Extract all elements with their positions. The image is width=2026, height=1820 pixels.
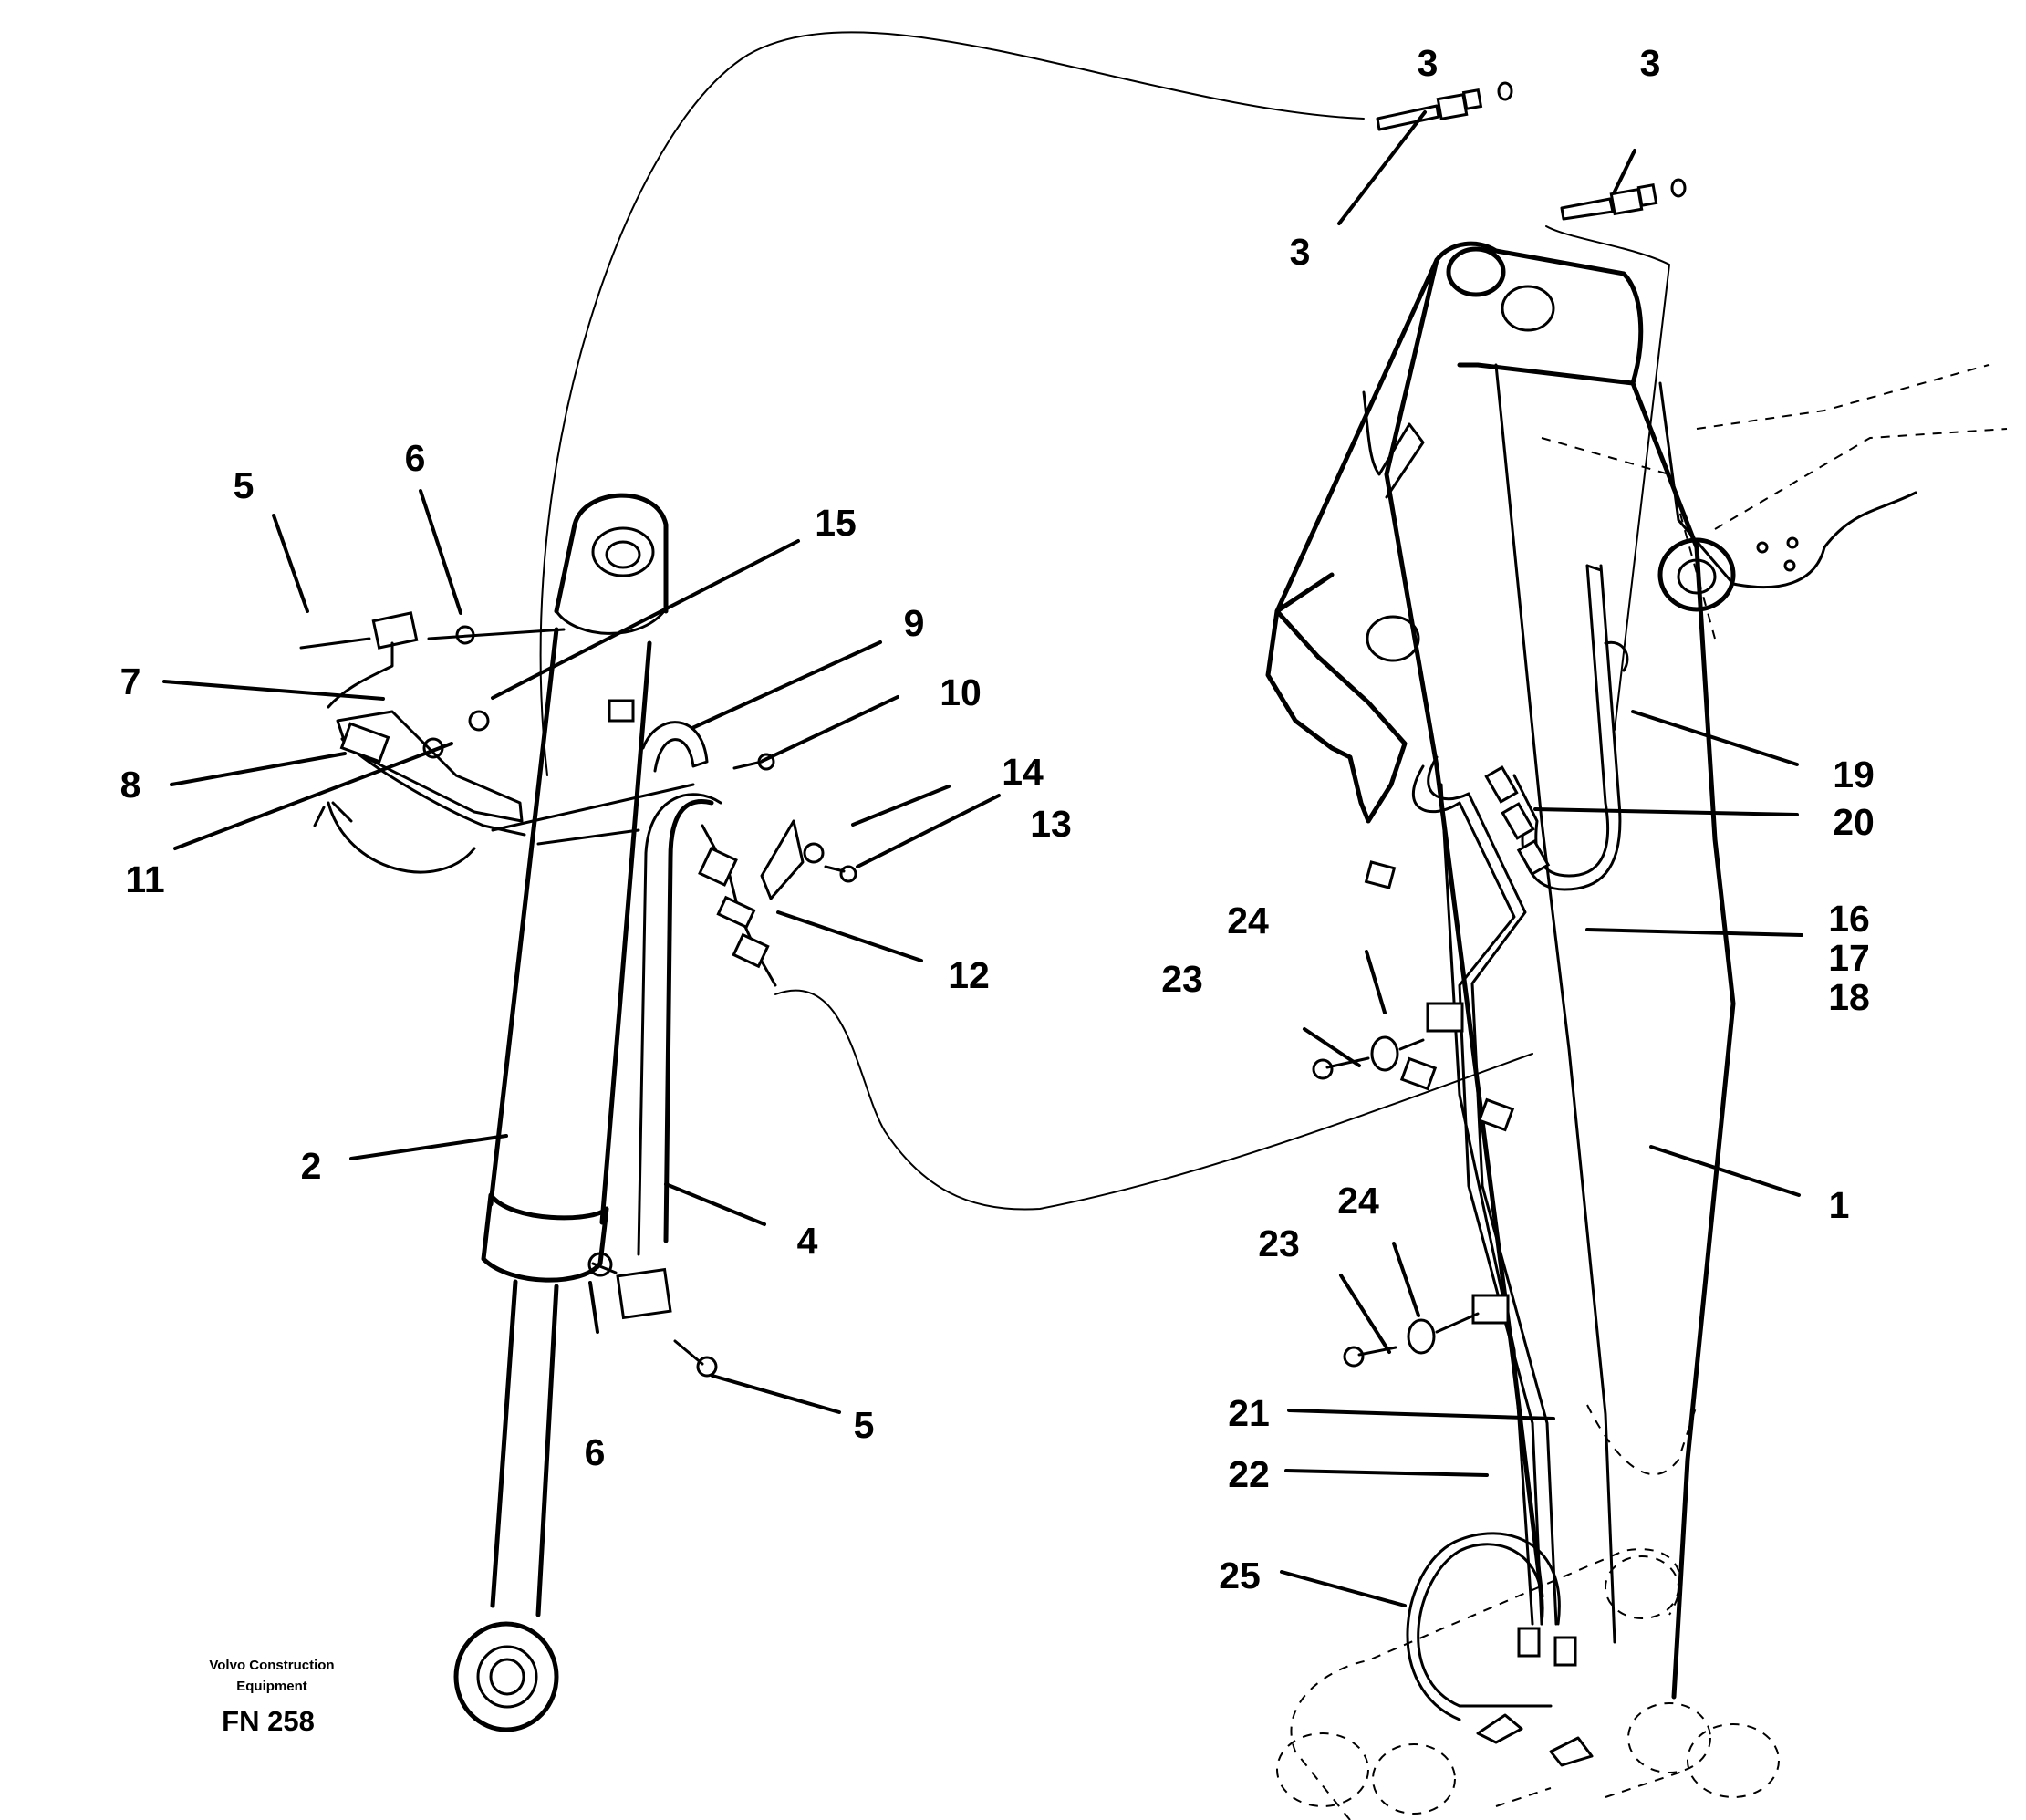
lower-hose-loop <box>1417 1543 1553 1708</box>
callout-18: 18 <box>1828 976 1870 1018</box>
boom-side-plate <box>1265 608 1408 824</box>
callout-24-upper: 24 <box>1227 900 1269 941</box>
callout-13: 13 <box>1030 803 1072 845</box>
callout-1: 1 <box>1829 1184 1850 1226</box>
boom-hose-22 <box>1427 755 1558 1626</box>
callout-6-lower: 6 <box>585 1431 606 1473</box>
callout-15: 15 <box>815 502 857 544</box>
leader-lines <box>162 110 1803 1607</box>
boom-hose-21 <box>1411 764 1543 1626</box>
cable-to-upper-sensor <box>539 31 1365 776</box>
tube-lower-clamp <box>616 1267 672 1320</box>
cable-boom-upper <box>1545 225 1670 731</box>
callout-12: 12 <box>948 954 990 996</box>
boom-body-right <box>1630 380 1736 1700</box>
callout-labels: 1 2 3 3 3 4 5 5 6 6 7 8 9 10 11 12 13 14… <box>120 42 1875 1596</box>
callout-3-center: 3 <box>1418 42 1439 84</box>
callout-8: 8 <box>120 764 141 806</box>
cylinder-rod <box>490 1279 559 1617</box>
callout-5-lower: 5 <box>854 1404 875 1446</box>
callout-17: 17 <box>1828 937 1870 979</box>
cylinder-barrel <box>488 627 652 1225</box>
excavator-boom <box>1265 241 2008 1820</box>
sensor-tube <box>663 799 714 1243</box>
callout-14: 14 <box>1002 751 1044 793</box>
callout-22: 22 <box>1228 1453 1270 1495</box>
callout-4: 4 <box>797 1220 818 1262</box>
callout-21: 21 <box>1228 1392 1270 1434</box>
callout-23-upper: 23 <box>1161 958 1203 1000</box>
cylinder-top-eye <box>554 493 669 614</box>
callout-3-left: 3 <box>1290 231 1311 273</box>
cable-cylinder-to-boom <box>774 989 1533 1211</box>
callout-10: 10 <box>940 671 982 713</box>
sensor-tube-assembly <box>587 793 857 1378</box>
cylinder-bracket-assembly <box>299 611 775 874</box>
callout-11: 11 <box>125 858 164 900</box>
washer-24-upper <box>1370 1035 1399 1072</box>
sensor-cable-routes <box>539 31 1670 1211</box>
callout-5-upper: 5 <box>234 464 255 506</box>
callout-19: 19 <box>1833 754 1875 796</box>
callout-3-right: 3 <box>1640 42 1661 84</box>
cylinder-top-eye-bore <box>591 526 655 577</box>
sensor-3-upper-right <box>1560 178 1687 221</box>
boom-head <box>1274 241 1644 614</box>
hydraulic-cylinder <box>453 493 669 1732</box>
callout-7: 7 <box>120 660 141 702</box>
stamp-company-line2: Equipment <box>236 1679 307 1694</box>
stamp-figure-code: FN 258 <box>222 1705 315 1737</box>
callout-23-lower: 23 <box>1258 1222 1300 1264</box>
washer-24-lower <box>1407 1318 1436 1355</box>
publisher-stamp: Volvo Construction Equipment FN 258 <box>209 1658 334 1737</box>
callout-6-upper: 6 <box>405 437 426 479</box>
cylinder-rod-eye <box>453 1621 559 1732</box>
sensor-3-upper-left <box>1376 81 1513 131</box>
callout-16: 16 <box>1828 898 1870 940</box>
callout-24-lower: 24 <box>1337 1180 1379 1222</box>
stamp-company-line1: Volvo Construction <box>209 1658 334 1673</box>
callout-20: 20 <box>1833 801 1875 843</box>
callout-9: 9 <box>904 602 925 644</box>
cylinder-gland <box>481 1192 609 1283</box>
hose-clamp <box>641 721 709 773</box>
proximity-sensors <box>1376 81 1687 221</box>
callout-25: 25 <box>1219 1555 1261 1596</box>
callout-2: 2 <box>301 1145 322 1187</box>
